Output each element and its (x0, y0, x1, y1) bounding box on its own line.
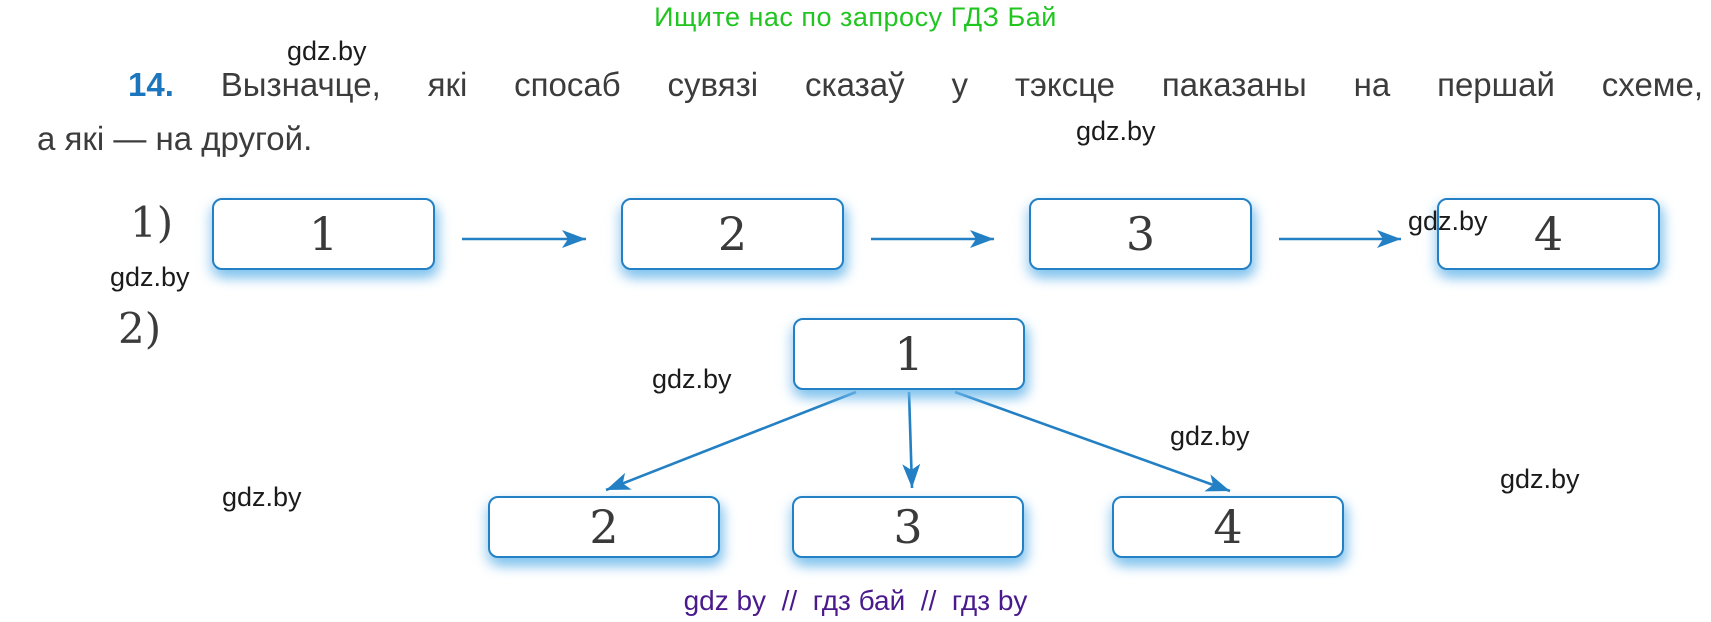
watermark-gdzby: gdz.by (222, 482, 302, 512)
exercise-statement-line2: а які — на другой. (37, 120, 313, 157)
footer-search-tags: gdz by // гдз бай // гдз by (683, 585, 1028, 616)
watermark-gdzby: gdz.by (1170, 421, 1250, 451)
scheme2-child-box-2: 2 (488, 496, 720, 558)
scheme2-child-2-number: 2 (589, 500, 619, 554)
scheme1-box-3-number: 3 (1125, 207, 1156, 261)
scheme2-child-box-3: 3 (792, 496, 1024, 558)
scheme2-label: 2) (118, 304, 162, 353)
promo-text: Ищите нас по запросу ГДЗ Бай (654, 2, 1057, 32)
scheme1-box-2: 2 (621, 198, 844, 270)
watermark-gdzby: gdz.by (1076, 116, 1156, 146)
scheme1-box-2-number: 2 (717, 207, 748, 261)
watermark-gdzby: gdz.by (1500, 464, 1580, 494)
scheme1-box-1-number: 1 (308, 207, 339, 261)
scheme1-label: 1) (130, 198, 174, 247)
scheme1-box-4: 4 (1437, 198, 1660, 270)
scheme1-box-1: 1 (212, 198, 435, 270)
scheme1-box-3: 3 (1029, 198, 1252, 270)
arrow-1-to-2-fan (605, 390, 857, 492)
watermark-gdzby: gdz.by (287, 36, 367, 66)
arrow-1-to-3-fan (902, 391, 921, 489)
watermark-gdzby: gdz.by (652, 364, 732, 394)
exercise-statement-line1: 14. Вызначце, які спосаб сувязі сказаў у… (128, 66, 1703, 104)
watermark-gdzby: gdz.by (1408, 206, 1488, 236)
scheme2-child-box-4: 4 (1112, 496, 1344, 558)
scheme2-child-3-number: 3 (893, 500, 923, 554)
scheme2-root-box: 1 (793, 318, 1025, 390)
scheme2-child-4-number: 4 (1213, 500, 1243, 554)
exercise-text: Вызначце, які спосаб сувязі сказаў у тэк… (220, 66, 1704, 103)
watermark-gdzby: gdz.by (110, 262, 190, 292)
exercise-number: 14. (128, 66, 174, 103)
scheme2-root-number: 1 (894, 327, 924, 381)
scheme1-box-4-number: 4 (1533, 207, 1564, 261)
